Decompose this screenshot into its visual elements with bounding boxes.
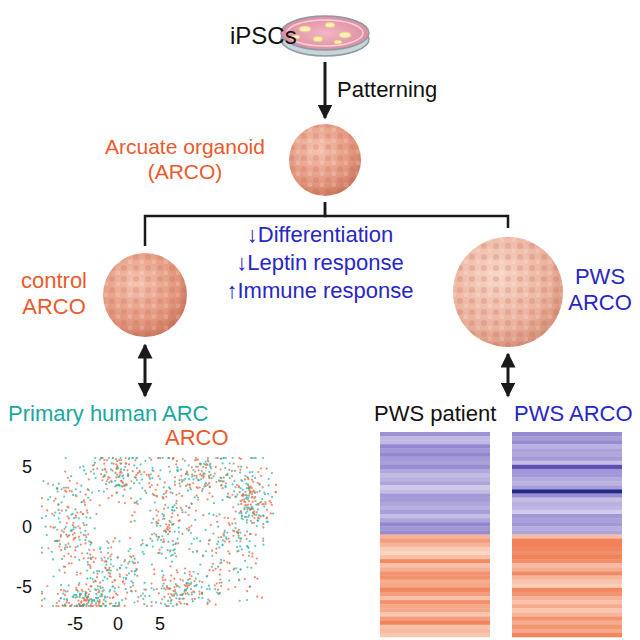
control-organoid: control ARCO [8,248,198,343]
pws-organoid: PWS ARCO [450,230,636,352]
ipsc-dish: iPSCs [200,8,420,60]
heatmap [380,432,622,637]
pws-organoid [453,237,563,347]
heatmap-panel: PWS patient PWS ARCO [368,398,636,638]
flow-arrow [507,354,510,396]
axis-tick: 5 [155,614,165,636]
axis-tick: -5 [16,577,32,599]
node-label: PWS ARCO [566,264,634,317]
axis-tick: 0 [113,614,123,636]
umap-scatter [41,457,277,607]
axis-tick: 0 [22,517,32,539]
node-label: ARCO [165,425,229,451]
node-label: PWS patient [374,401,496,427]
arcuate-organoid: Arcuate organoid (ARCO) [100,120,362,200]
finding-text: ↓Leptin response [236,250,404,276]
node-label: Primary human ARC [8,401,209,427]
node-label: control ARCO [8,268,100,321]
flow-arrow [324,62,327,118]
finding-text: ↑Immune response [226,278,413,304]
axis-tick: -5 [67,614,83,636]
edge-label: Patterning [337,77,437,103]
node-label: Arcuate organoid (ARCO) [100,134,270,184]
node-label: iPSCs [230,22,297,51]
node-label: PWS ARCO [514,401,633,427]
finding-text: ↓Differentiation [247,222,393,248]
flow-arrow [144,345,147,396]
arco-organoid [289,124,361,196]
control-organoid [103,253,187,337]
axis-tick: 5 [22,457,32,479]
umap-plot: Primary human ARCARCO [0,398,290,638]
